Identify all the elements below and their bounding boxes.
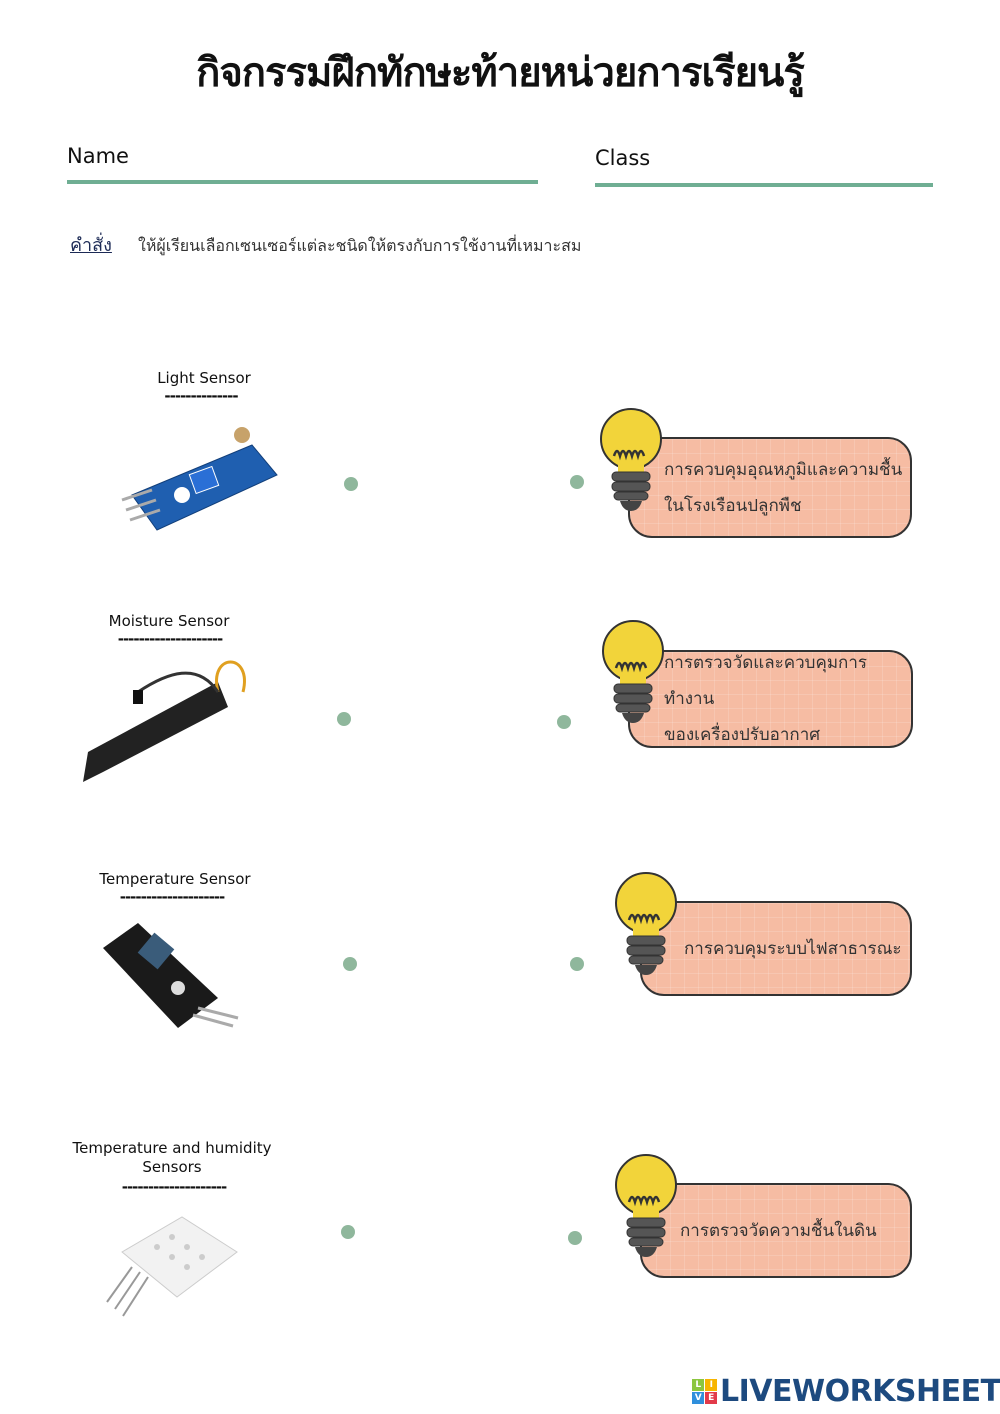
use-text-line1: การตรวจวัดความชื้นในดิน	[680, 1220, 877, 1241]
name-label: Name	[67, 144, 129, 168]
logo-letter: L	[692, 1379, 704, 1391]
class-label: Class	[595, 146, 651, 170]
page-title: กิจกรรมฝึกทักษะท้ายหน่วยการเรียนรู้	[196, 50, 805, 96]
match-dot-use-2[interactable]	[557, 715, 571, 729]
sensor-label-temp-humidity: Temperature and humidity Sensors	[72, 1139, 272, 1176]
name-input-line[interactable]	[67, 180, 538, 184]
lightbulb-icon	[614, 1153, 678, 1259]
instruction-text: ให้ผู้เรียนเลือกเซนเซอร์แต่ละชนิดให้ตรงก…	[138, 236, 582, 255]
sensor-dashes: --------------------	[117, 630, 224, 648]
match-dot-use-3[interactable]	[570, 957, 584, 971]
sensor-dashes: --------------------	[121, 1178, 228, 1196]
logo-text: LIVEWORKSHEETS	[720, 1374, 1000, 1409]
light-sensor-image	[121, 427, 278, 531]
use-box-2: การตรวจวัดและควบคุมการทำงาน ของเครื่องปร…	[628, 650, 913, 748]
sensor-label-temperature: Temperature Sensor	[99, 870, 251, 888]
sensor-dashes: --------------------	[119, 888, 226, 906]
use-text-line2: ของเครื่องปรับอากาศ	[664, 725, 821, 745]
lightbulb-icon	[601, 619, 665, 725]
match-dot-use-4[interactable]	[568, 1231, 582, 1245]
use-text-line2: ในโรงเรือนปลูกพืช	[664, 495, 802, 516]
instruction-label: คำสั่ง	[70, 235, 112, 256]
sensor-label-moisture: Moisture Sensor	[108, 612, 230, 630]
lightbulb-icon	[614, 871, 678, 977]
logo-letter: E	[705, 1392, 717, 1404]
use-text-line1: การตรวจวัดและควบคุมการทำงาน	[664, 653, 867, 709]
use-box-1: การควบคุมอุณหภูมิและความชื้น ในโรงเรือนป…	[628, 437, 912, 538]
temp-humidity-sensor-image	[106, 1216, 238, 1317]
sensor-dashes: --------------	[164, 387, 238, 405]
use-text-line1: การควบคุมอุณหภูมิและความชื้น	[664, 459, 903, 480]
temperature-sensor-image	[103, 923, 239, 1028]
live-logo-icon: L I V E	[692, 1379, 717, 1404]
use-box-3: การควบคุมระบบไฟสาธารณะ	[640, 901, 912, 996]
lightbulb-icon	[599, 407, 663, 513]
moisture-sensor-image	[83, 660, 246, 782]
use-box-4: การตรวจวัดความชื้นในดิน	[640, 1183, 912, 1278]
logo-letter: V	[692, 1392, 704, 1404]
match-dot-sensor-4[interactable]	[341, 1225, 355, 1239]
use-text-line1: การควบคุมระบบไฟสาธารณะ	[684, 938, 902, 959]
match-dot-use-1[interactable]	[570, 475, 584, 489]
match-dot-sensor-2[interactable]	[337, 712, 351, 726]
logo-letter: I	[705, 1379, 717, 1391]
match-dot-sensor-3[interactable]	[343, 957, 357, 971]
class-input-line[interactable]	[595, 183, 933, 187]
sensor-label-light: Light Sensor	[157, 369, 251, 387]
match-dot-sensor-1[interactable]	[344, 477, 358, 491]
liveworksheets-logo: L I V E LIVEWORKSHEETS	[692, 1374, 1000, 1409]
